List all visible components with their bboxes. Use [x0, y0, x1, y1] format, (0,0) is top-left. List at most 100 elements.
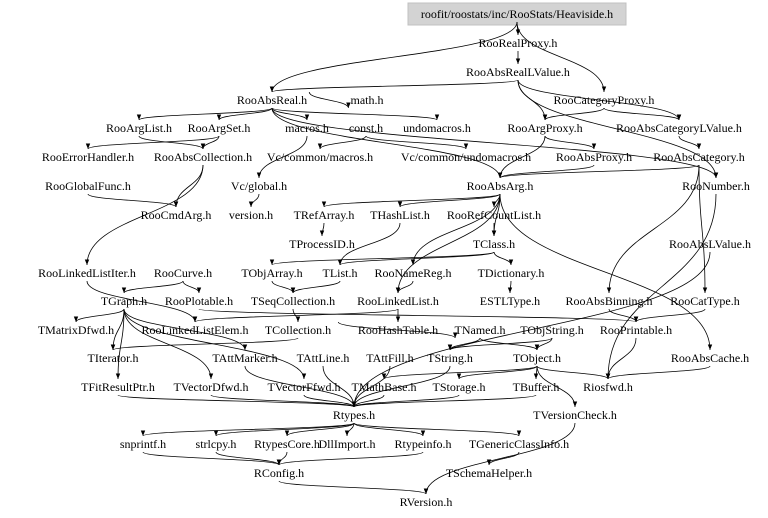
node-tcollection-h[interactable]: TCollection.h [265, 323, 331, 337]
node-tgenericclassinfo-h[interactable]: TGenericClassInfo.h [469, 437, 569, 451]
node-rooprintable-h[interactable]: RooPrintable.h [600, 323, 672, 337]
node-rversion-h[interactable]: RVersion.h [400, 495, 453, 509]
node-roorefcountlist-h[interactable]: RooRefCountList.h [447, 208, 541, 222]
node-rooarglist-h[interactable]: RooArgList.h [106, 121, 172, 135]
node-rtypeinfo-h[interactable]: Rtypeinfo.h [395, 437, 452, 451]
node-rooabscache-h[interactable]: RooAbsCache.h [671, 351, 749, 365]
node-roolinkedlistiter-h[interactable]: RooLinkedListIter.h [38, 266, 136, 280]
edge-7-13 [85, 135, 220, 150]
node-snprintf-h[interactable]: snprintf.h [120, 437, 166, 451]
node-strlcpy-h[interactable]: strlcpy.h [196, 437, 237, 451]
node-roocmdarg-h[interactable]: RooCmdArg.h [141, 208, 212, 222]
node-roonamereg-h[interactable]: RooNameReg.h [375, 266, 452, 280]
node-vc-global-h[interactable]: Vc/global.h [231, 179, 287, 193]
edge-9-15 [317, 135, 367, 150]
node-rooabsreal-h[interactable]: RooAbsReal.h [237, 93, 307, 107]
node-vc-common-undomacros-h[interactable]: Vc/common/undomacros.h [401, 150, 531, 164]
node-rooabscategory-h[interactable]: RooAbsCategory.h [653, 150, 745, 164]
node-rooabsarg-h[interactable]: RooAbsArg.h [467, 179, 534, 193]
node-roorealproxy-h[interactable]: RooRealProxy.h [479, 36, 558, 50]
edge-3-7 [216, 107, 273, 121]
node-tbuffer-h[interactable]: TBuffer.h [513, 380, 560, 394]
edge-0-3 [269, 21, 518, 93]
node-rooabscategorylvalue-h[interactable]: RooAbsCategoryLValue.h [616, 121, 742, 135]
edge-62-65 [351, 394, 460, 408]
node-rooargproxy-h[interactable]: RooArgProxy.h [507, 121, 582, 135]
edge-63-65 [351, 394, 537, 408]
node-tfitresultptr-h[interactable]: TFitResultPtr.h [81, 380, 155, 394]
node-const-h[interactable]: const.h [349, 121, 383, 135]
edge-18-42 [606, 164, 700, 294]
node-rooglobalfunc-h[interactable]: RooGlobalFunc.h [45, 179, 131, 193]
node-tlist-h[interactable]: TList.h [323, 266, 358, 280]
edge-5-11 [542, 107, 605, 121]
node-trefarray-h[interactable]: TRefArray.h [294, 208, 355, 222]
node-dllimport-h[interactable]: DllImport.h [319, 437, 376, 451]
node-tobjarray-h[interactable]: TObjArray.h [241, 266, 302, 280]
root-node[interactable]: roofit/roostats/inc/RooStats/Heaviside.h [421, 7, 613, 21]
node-tobjstring-h[interactable]: TObjString.h [520, 323, 583, 337]
edge-29-34 [337, 251, 495, 266]
node-riosfwd-h[interactable]: Riosfwd.h [583, 380, 633, 394]
node-tnamed-h[interactable]: TNamed.h [455, 323, 506, 337]
node-tgraph-h[interactable]: TGraph.h [101, 294, 147, 308]
node-rooabsbinning-h[interactable]: RooAbsBinning.h [565, 294, 652, 308]
node-tobject-h[interactable]: TObject.h [513, 351, 561, 365]
edge-2-3 [269, 79, 519, 93]
node-tversioncheck-h[interactable]: TVersionCheck.h [533, 408, 617, 422]
node-thashlist-h[interactable]: THashList.h [370, 208, 430, 222]
edge-57-64 [605, 365, 711, 380]
node-version-h[interactable]: version.h [229, 208, 273, 222]
node-macros-h[interactable]: macros.h [285, 121, 329, 135]
node-tattmarker-h[interactable]: TAttMarker.h [212, 351, 277, 365]
node-roocattype-h[interactable]: RooCatType.h [670, 294, 740, 308]
node-roolinkedlist-h[interactable]: RooLinkedList.h [357, 294, 439, 308]
node-titerator-h[interactable]: TIterator.h [88, 351, 139, 365]
node-tclass-h[interactable]: TClass.h [473, 237, 515, 251]
node-rooargset-h[interactable]: RooArgSet.h [188, 121, 251, 135]
node-roocategoryproxy-h[interactable]: RooCategoryProxy.h [554, 93, 655, 107]
node-rooabsreallvalue-h[interactable]: RooAbsRealLValue.h [466, 65, 570, 79]
edge-32-37 [121, 280, 184, 294]
node-tmatrixdfwd-h[interactable]: TMatrixDfwd.h [38, 323, 114, 337]
node-tmathbase-h[interactable]: TMathBase.h [352, 380, 417, 394]
edge-56-61 [381, 365, 538, 380]
node-rtypescore-h[interactable]: RtypesCore.h [254, 437, 320, 451]
node-rooabscollection-h[interactable]: RooAbsCollection.h [154, 150, 252, 164]
edge-21-26 [397, 193, 501, 208]
node-rooabsproxy-h[interactable]: RooAbsProxy.h [556, 150, 632, 164]
node-rtypes-h[interactable]: Rtypes.h [333, 408, 375, 422]
node-tstring-h[interactable]: TString.h [427, 351, 473, 365]
edge-59-65 [210, 394, 357, 408]
node-rooabslvalue-h[interactable]: RooAbsLValue.h [669, 237, 751, 251]
edge-40-45 [192, 308, 399, 323]
node-math-h[interactable]: math.h [351, 93, 384, 107]
edge-56-64 [536, 365, 611, 380]
edge-18-21 [497, 164, 700, 179]
node-rconfig-h[interactable]: RConfig.h [254, 466, 304, 480]
node-tseqcollection-h[interactable]: TSeqCollection.h [251, 294, 335, 308]
edge-26-34 [337, 222, 401, 266]
node-tattline-h[interactable]: TAttLine.h [297, 351, 350, 365]
node-tdictionary-h[interactable]: TDictionary.h [478, 266, 545, 280]
node-undomacros-h[interactable]: undomacros.h [403, 121, 471, 135]
node-roocurve-h[interactable]: RooCurve.h [154, 266, 212, 280]
node-tstorage-h[interactable]: TStorage.h [433, 380, 486, 394]
edge-33-39 [271, 280, 296, 294]
node-rooerrorhandler-h[interactable]: RooErrorHandler.h [42, 150, 134, 164]
edge-37-59 [123, 308, 214, 380]
edge-21-35 [410, 193, 501, 266]
node-roonumber-h[interactable]: RooNumber.h [682, 179, 750, 193]
node-vc-common-macros-h[interactable]: Vc/common/macros.h [267, 150, 373, 164]
node-roohashtable-h[interactable]: RooHashTable.h [358, 323, 438, 337]
node-tprocessid-h[interactable]: TProcessID.h [289, 237, 355, 251]
node-rooplotable-h[interactable]: RooPlotable.h [165, 294, 233, 308]
node-roolinkedlistelem-h[interactable]: RooLinkedListElem.h [142, 323, 249, 337]
node-estltype-h[interactable]: ESTLType.h [480, 294, 540, 308]
node-tvectordfwd-h[interactable]: TVectorDfwd.h [174, 380, 249, 394]
node-tschemahelper-h[interactable]: TSchemaHelper.h [446, 466, 532, 480]
node-tvectorffwd-h[interactable]: TVectorFfwd.h [268, 380, 341, 394]
edge-3-4 [308, 91, 351, 109]
edge-3-22 [271, 107, 719, 179]
node-tattfill-h[interactable]: TAttFill.h [366, 351, 413, 365]
